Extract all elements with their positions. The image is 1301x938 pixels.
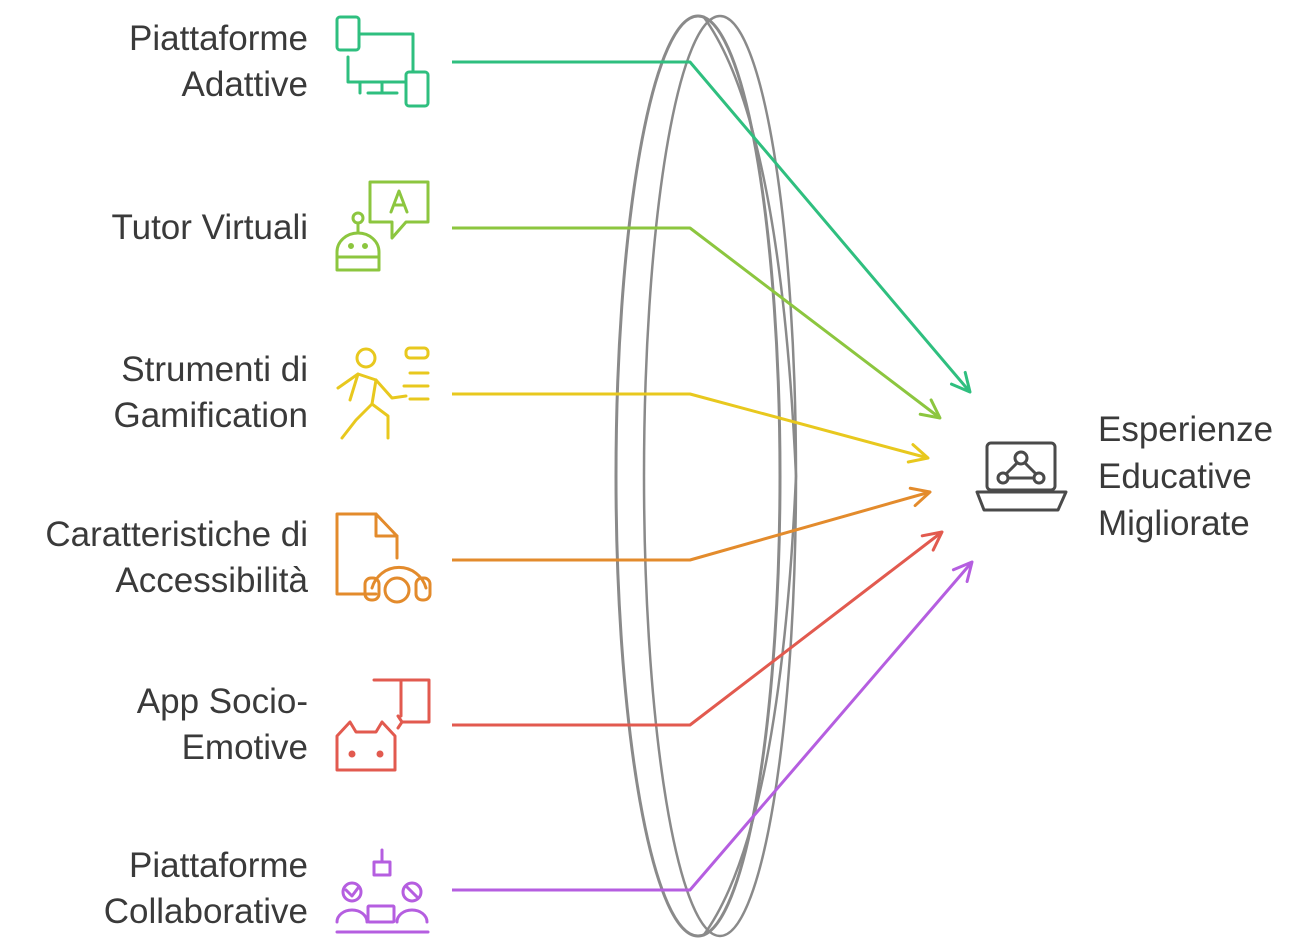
arrowhead-3 bbox=[906, 443, 930, 464]
document-headphones-icon bbox=[335, 512, 432, 604]
input-label-5: App Socio- Emotive bbox=[0, 679, 308, 771]
connectors bbox=[452, 60, 974, 892]
output-label: Esperienze Educative Migliorate bbox=[1098, 406, 1273, 547]
arrowhead-4 bbox=[908, 486, 932, 508]
collaboration-icon bbox=[335, 848, 430, 934]
output-label-line-3: Migliorate bbox=[1098, 504, 1250, 543]
output-label-line-1: Esperienze bbox=[1098, 410, 1274, 449]
input-label-5-line-2: Emotive bbox=[181, 728, 308, 767]
connector-3 bbox=[452, 392, 929, 460]
laptop-network-icon bbox=[975, 441, 1068, 512]
connector-2 bbox=[452, 226, 941, 420]
book-vr-icon bbox=[335, 678, 431, 772]
input-label-3-line-1: Strumenti di bbox=[121, 350, 308, 389]
input-label-4-line-2: Accessibilità bbox=[115, 561, 308, 600]
input-label-3-line-2: Gamification bbox=[113, 396, 308, 435]
connector-1 bbox=[452, 60, 972, 393]
input-label-4: Caratteristiche di Accessibilità bbox=[0, 512, 308, 604]
arrowhead-5 bbox=[920, 530, 944, 552]
connector-6 bbox=[452, 561, 974, 892]
input-label-6-line-1: Piattaforme bbox=[129, 846, 308, 885]
arrowhead-1 bbox=[949, 370, 972, 394]
input-label-4-line-1: Caratteristiche di bbox=[45, 515, 308, 554]
input-label-6-line-2: Collaborative bbox=[103, 892, 308, 931]
devices-icon bbox=[335, 15, 430, 108]
running-person-icon bbox=[336, 346, 430, 440]
input-label-6: Piattaforme Collaborative bbox=[0, 843, 308, 935]
lens bbox=[614, 14, 798, 938]
input-label-1-line-1: Piattaforme bbox=[129, 19, 308, 58]
arrowhead-6 bbox=[951, 560, 974, 584]
input-label-1: Piattaforme Adattive bbox=[0, 16, 308, 108]
input-label-5-line-1: App Socio- bbox=[136, 682, 308, 721]
connector-4 bbox=[452, 490, 931, 562]
input-label-1-line-2: Adattive bbox=[181, 65, 308, 104]
input-label-2: Tutor Virtuali bbox=[0, 205, 308, 251]
input-label-3: Strumenti di Gamification bbox=[0, 347, 308, 439]
output-label-line-2: Educative bbox=[1098, 457, 1252, 496]
connector-5 bbox=[452, 530, 943, 727]
arrowhead-2 bbox=[918, 398, 942, 420]
input-label-2-line-1: Tutor Virtuali bbox=[111, 208, 308, 247]
robot-tutor-icon bbox=[335, 180, 430, 272]
